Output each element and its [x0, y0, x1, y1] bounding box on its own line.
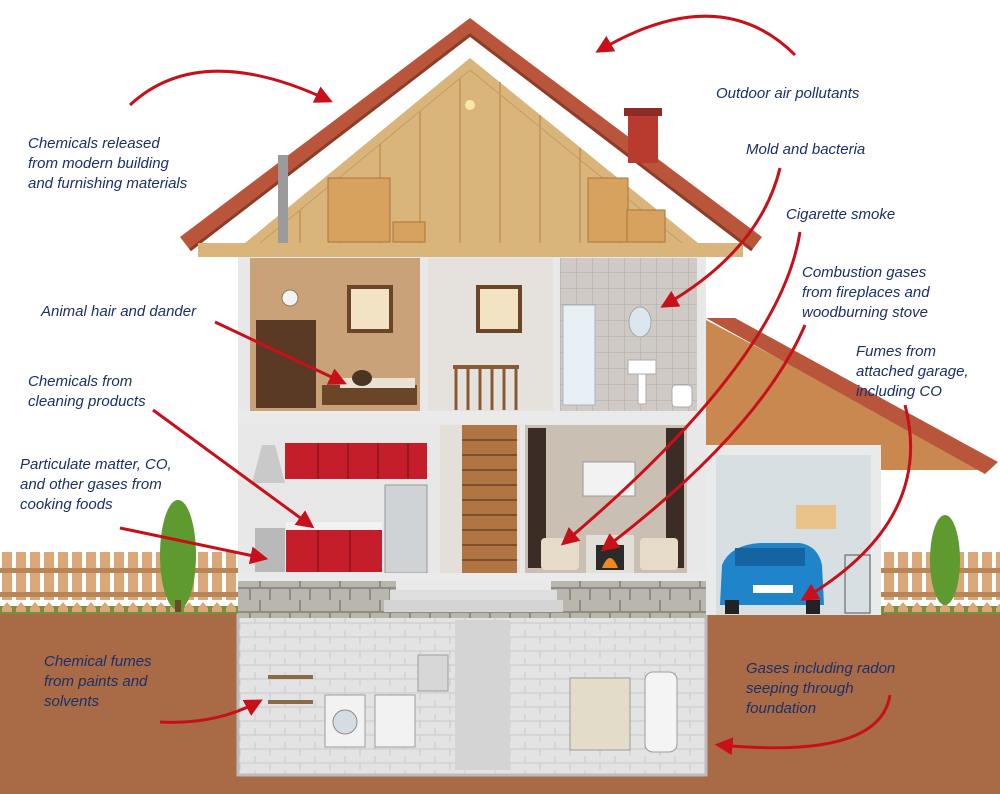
- arrow-cigarette: [560, 231, 802, 546]
- label-chemicals-building: Chemicals released from modern building …: [28, 135, 188, 192]
- arrow-garage: [800, 404, 913, 601]
- arrow-chemicals-building: [128, 69, 333, 107]
- arrow-cleaning: [152, 408, 315, 529]
- garage: [706, 318, 998, 615]
- arrows: [119, 14, 913, 756]
- label-paint: Chemical fumes from paints and solvents: [44, 653, 152, 710]
- arrow-mold: [660, 167, 782, 308]
- upper-hall: [428, 258, 553, 411]
- fence-left: [0, 552, 240, 612]
- living-room: [525, 425, 687, 573]
- roof-attic: [180, 18, 762, 257]
- basement: [236, 613, 708, 777]
- floor-divider-upper: [238, 411, 706, 424]
- arrow-animal: [214, 320, 347, 385]
- arrow-particulate: [119, 526, 269, 565]
- label-combustion: Combustion gases from fireplaces and woo…: [802, 264, 930, 321]
- tree-left: [160, 500, 196, 612]
- label-fumes-garage: Fumes from attached garage, including CO: [856, 343, 969, 400]
- label-mold: Mold and bacteria: [746, 141, 866, 158]
- label-animal: Animal hair and dander: [41, 303, 197, 320]
- front-steps: [384, 580, 563, 612]
- bedroom: [250, 258, 420, 411]
- label-cigarette: Cigarette smoke: [786, 206, 896, 223]
- tree-right: [930, 515, 960, 605]
- label-particulate: Particulate matter, CO, and other gases …: [20, 456, 172, 513]
- label-outdoor-air: Outdoor air pollutants: [716, 85, 860, 102]
- arrow-paint: [159, 699, 263, 724]
- arrow-radon: [714, 694, 892, 756]
- label-radon: Gases including radon seeping through fo…: [746, 660, 896, 717]
- stair-hall: [440, 425, 520, 573]
- fence-right: [860, 552, 1000, 612]
- bathroom: [560, 258, 697, 411]
- label-cleaning: Chemicals from cleaning products: [28, 373, 146, 410]
- floor-divider-lower: [238, 573, 706, 581]
- arrow-combustion: [600, 324, 807, 552]
- arrow-outdoor-air: [595, 14, 797, 57]
